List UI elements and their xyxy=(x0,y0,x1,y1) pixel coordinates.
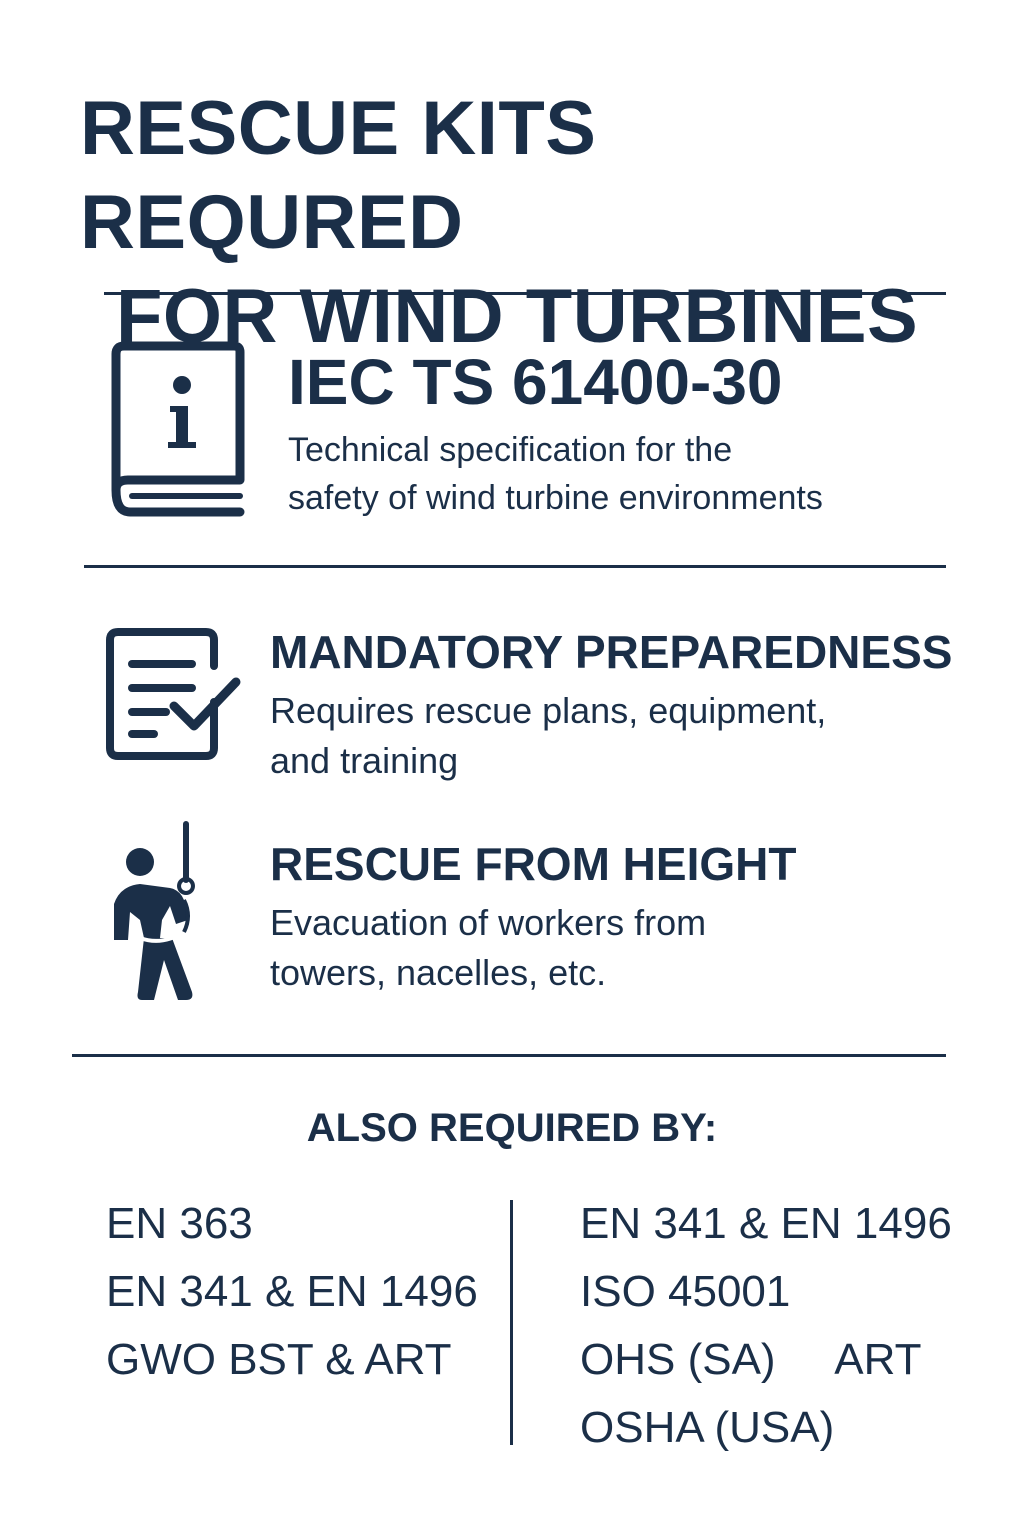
section-body-preparedness: Requires rescue plans, equipment, and tr… xyxy=(270,686,826,786)
standard-item: ISO 45001 xyxy=(580,1267,791,1316)
checklist-icon xyxy=(104,626,244,762)
standard-item: OSHA (USA) xyxy=(580,1403,835,1452)
standard-item: EN 341 & EN 1496 xyxy=(580,1199,952,1248)
standard-item: OHS (SA) ART xyxy=(580,1335,922,1384)
info-book-icon xyxy=(106,340,246,520)
title-line-2: FOR WIND TURBINES xyxy=(116,274,919,359)
section-body-preparedness-line-1: Requires rescue plans, equipment, xyxy=(270,690,827,731)
section-body-iec-line-1: Technical specification for the xyxy=(288,431,733,469)
page-title: RESCUE KITS REQURED FOR WIND TURBINES xyxy=(80,82,980,364)
section-heading-height: RESCUE FROM HEIGHT xyxy=(270,838,797,890)
section-heading-iec: IEC TS 61400-30 xyxy=(288,346,783,418)
section-body-preparedness-line-2: and training xyxy=(270,740,459,781)
section-body-height-line-2: towers, nacelles, etc. xyxy=(270,952,607,993)
title-line-1: RESCUE KITS REQURED xyxy=(80,86,597,265)
standard-item: EN 341 & EN 1496 xyxy=(106,1267,478,1316)
harness-worker-icon xyxy=(100,820,224,1002)
standards-list-right: EN 341 & EN 1496 ISO 45001 OHS (SA) ART … xyxy=(580,1190,952,1462)
standard-item: EN 363 xyxy=(106,1199,253,1248)
divider-top xyxy=(104,292,946,295)
column-divider xyxy=(510,1200,513,1445)
section-body-height: Evacuation of workers from towers, nacel… xyxy=(270,898,706,998)
section-body-height-line-1: Evacuation of workers from xyxy=(270,902,707,943)
section-body-iec-line-2: safety of wind turbine environments xyxy=(288,479,823,517)
section-heading-preparedness: MANDATORY PREPAREDNESS xyxy=(270,626,953,678)
also-required-heading: ALSO REQUIRED BY: xyxy=(306,1106,718,1150)
section-body-iec: Technical specification for the safety o… xyxy=(288,426,823,522)
divider-bottom xyxy=(72,1054,946,1057)
standards-list-left: EN 363 EN 341 & EN 1496 GWO BST & ART xyxy=(106,1190,478,1394)
divider-middle xyxy=(84,565,946,568)
standard-item: GWO BST & ART xyxy=(106,1335,452,1384)
